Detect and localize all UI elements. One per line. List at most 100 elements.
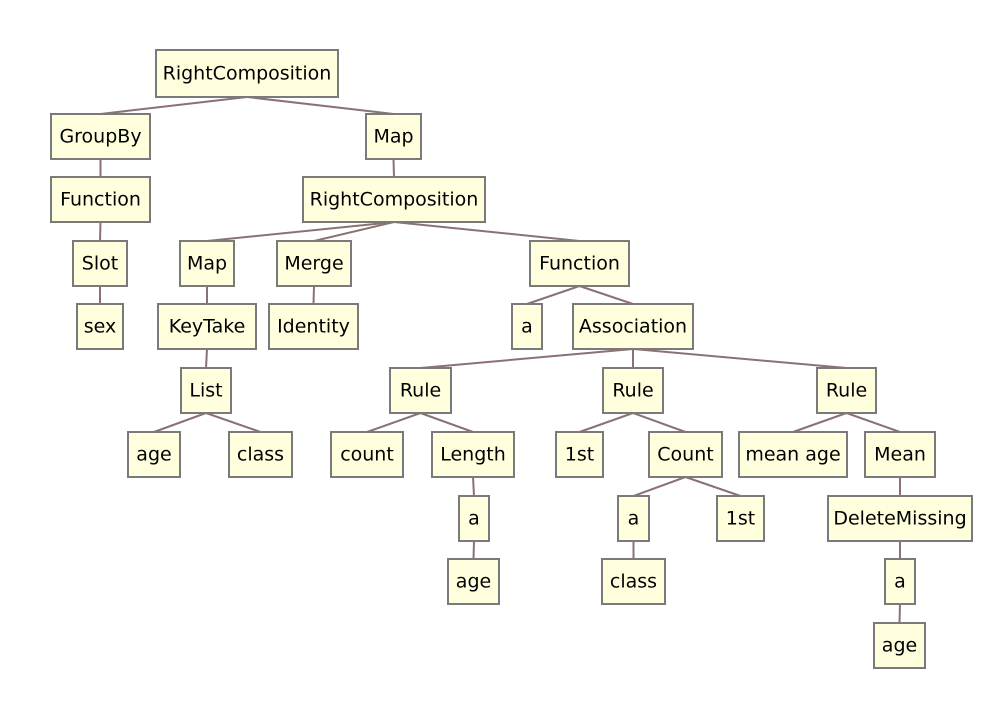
tree-edge <box>393 221 580 242</box>
edges <box>99 96 901 624</box>
tree-node: a <box>458 495 490 542</box>
tree-node-label: Merge <box>284 253 343 275</box>
tree-node: 1st <box>716 495 765 542</box>
tree-node-label: age <box>456 571 491 593</box>
tree-node-label: 1st <box>565 444 594 466</box>
tree-node: mean age <box>738 431 848 478</box>
tree-edge <box>205 412 261 433</box>
tree-node-box <box>827 495 973 542</box>
tree-node: Rule <box>816 367 877 414</box>
tree-node-box <box>458 495 490 542</box>
tree-node-box <box>179 240 235 287</box>
tree-node-label: Count <box>657 444 713 466</box>
tree-node-box <box>155 49 339 98</box>
tree-node-box <box>72 240 128 287</box>
tree-node: count <box>330 431 404 478</box>
tree-edge <box>246 96 394 115</box>
tree-node-box <box>511 303 543 350</box>
tree-edge <box>392 158 395 178</box>
tree-node: 1st <box>555 431 604 478</box>
tree-node: Map <box>365 113 422 160</box>
tree-node-box <box>268 303 359 350</box>
tree-node: a <box>884 558 916 605</box>
tree-edge <box>100 96 248 115</box>
tree-node-label: RightComposition <box>310 189 479 211</box>
tree-node-box <box>50 113 151 160</box>
tree-edge <box>420 348 634 369</box>
tree-node-label: Mean <box>874 444 926 466</box>
tree-edge <box>633 476 686 497</box>
tree-node-box <box>601 558 666 605</box>
tree-node-label: Length <box>440 444 506 466</box>
tree-node: age <box>447 558 500 605</box>
tree-edge <box>153 412 207 433</box>
tree-node-box <box>447 558 500 605</box>
tree-node-label: Function <box>60 189 141 211</box>
tree-node-label: DeleteMissing <box>833 508 966 530</box>
tree-node-label: Rule <box>826 380 867 402</box>
tree-node: class <box>601 558 666 605</box>
tree-node-box <box>555 431 604 478</box>
tree-node-label: Association <box>579 316 687 338</box>
tree-edge <box>632 348 847 369</box>
tree-node: Length <box>431 431 515 478</box>
tree-node-label: List <box>189 380 222 402</box>
tree-edge <box>420 412 474 433</box>
tree-edge <box>205 348 208 369</box>
tree-node: age <box>873 622 926 669</box>
tree-edge <box>472 540 475 560</box>
tree-edge <box>685 476 741 497</box>
tree-node: List <box>180 367 232 414</box>
tree-edge <box>472 476 475 497</box>
tree-edge <box>898 603 901 624</box>
tree-node: GroupBy <box>50 113 151 160</box>
tree-node-label: a <box>521 316 533 338</box>
tree-node-label: Identity <box>277 316 350 338</box>
tree-node-box <box>864 431 936 478</box>
tree-node: a <box>511 303 543 350</box>
tree-edge <box>846 412 901 433</box>
tree-node-box <box>431 431 515 478</box>
tree-node-label: Map <box>187 253 227 275</box>
tree-node-box <box>648 431 723 478</box>
tree-node-box <box>716 495 765 542</box>
tree-edge <box>792 412 847 433</box>
tree-edge <box>312 285 315 305</box>
tree-node: Slot <box>72 240 128 287</box>
tree-node-label: mean age <box>745 444 840 466</box>
tree-node: RightComposition <box>155 49 339 98</box>
tree-node-box <box>602 367 664 414</box>
tree-node-box <box>157 303 257 350</box>
tree-node-box <box>738 431 848 478</box>
tree-edge <box>526 285 580 305</box>
tree-node: Rule <box>602 367 664 414</box>
tree-node-label: age <box>136 444 171 466</box>
tree-node-box <box>389 367 452 414</box>
tree-node-label: age <box>882 635 917 657</box>
tree-edge <box>579 412 634 433</box>
tree-node: Rule <box>389 367 452 414</box>
tree-node: sex <box>76 303 124 350</box>
tree-node-label: a <box>628 508 640 530</box>
tree-node-box <box>617 495 650 542</box>
tree-node-label: a <box>468 508 480 530</box>
tree-node-box <box>572 303 694 350</box>
tree-node-box <box>76 303 124 350</box>
tree-node-label: a <box>894 571 906 593</box>
tree-node-label: RightComposition <box>163 63 332 85</box>
tree-node-label: 1st <box>726 508 755 530</box>
tree-node-box <box>365 113 422 160</box>
tree-node: a <box>617 495 650 542</box>
tree-node-label: Map <box>373 126 413 148</box>
tree-node: KeyTake <box>157 303 257 350</box>
tree-node: Function <box>529 240 630 287</box>
tree-node-box <box>873 622 926 669</box>
tree-node: age <box>127 431 181 478</box>
tree-node-box <box>276 240 352 287</box>
tree-node: Identity <box>268 303 359 350</box>
tree-node-label: class <box>610 571 657 593</box>
tree-node-label: Rule <box>612 380 653 402</box>
tree-node-label: Rule <box>400 380 441 402</box>
